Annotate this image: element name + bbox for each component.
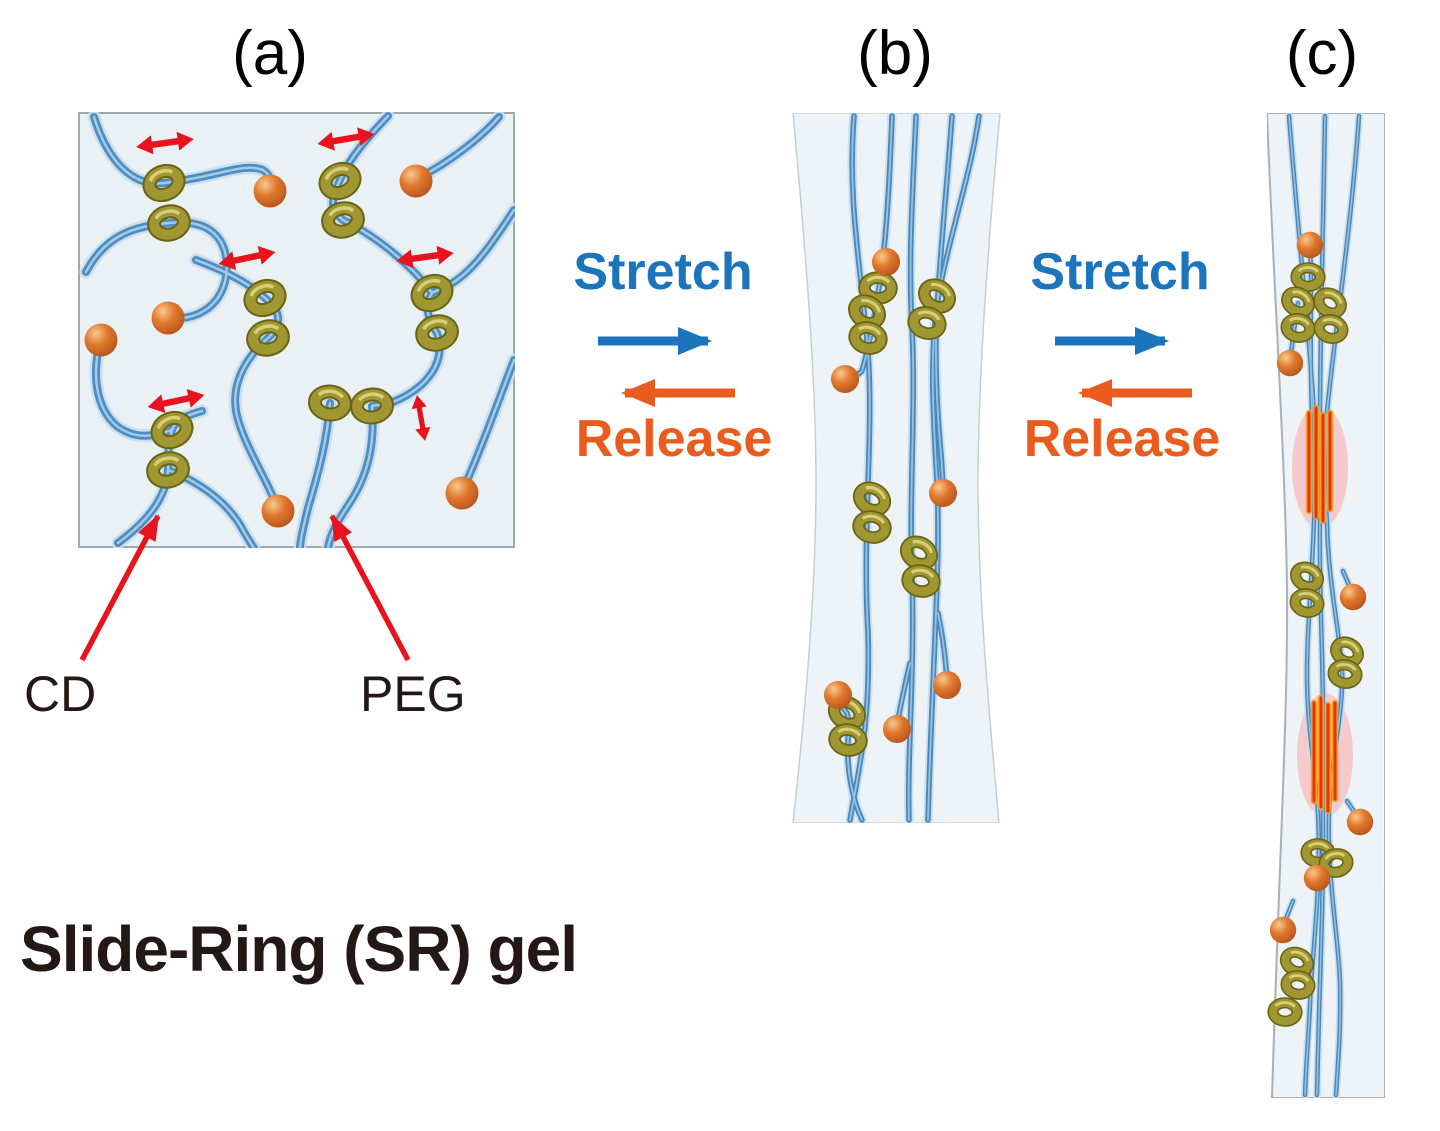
figure-caption: Slide-Ring (SR) gel <box>20 913 578 985</box>
panel-b-label: (b) <box>857 19 933 88</box>
panel-a-label: (a) <box>232 19 308 88</box>
panel-c-label: (c) <box>1285 19 1359 88</box>
release-label-1: Release <box>575 410 773 468</box>
cd-label: CD <box>24 666 97 722</box>
peg-label: PEG <box>360 666 466 722</box>
stretch-arrow-icon-2 <box>1055 327 1169 355</box>
stretch-label-2: Stretch <box>1030 243 1210 301</box>
release-arrow-icon-2 <box>1078 379 1192 407</box>
stretch-label-1: Stretch <box>573 243 753 301</box>
panel-b-illustration <box>792 113 1001 823</box>
stretch-arrow-icon-1 <box>598 327 712 355</box>
release-label-2: Release <box>1023 410 1221 468</box>
panel-c-illustration <box>1267 113 1385 1098</box>
release-arrow-icon-1 <box>621 379 735 407</box>
panel-a-illustration <box>78 112 515 548</box>
